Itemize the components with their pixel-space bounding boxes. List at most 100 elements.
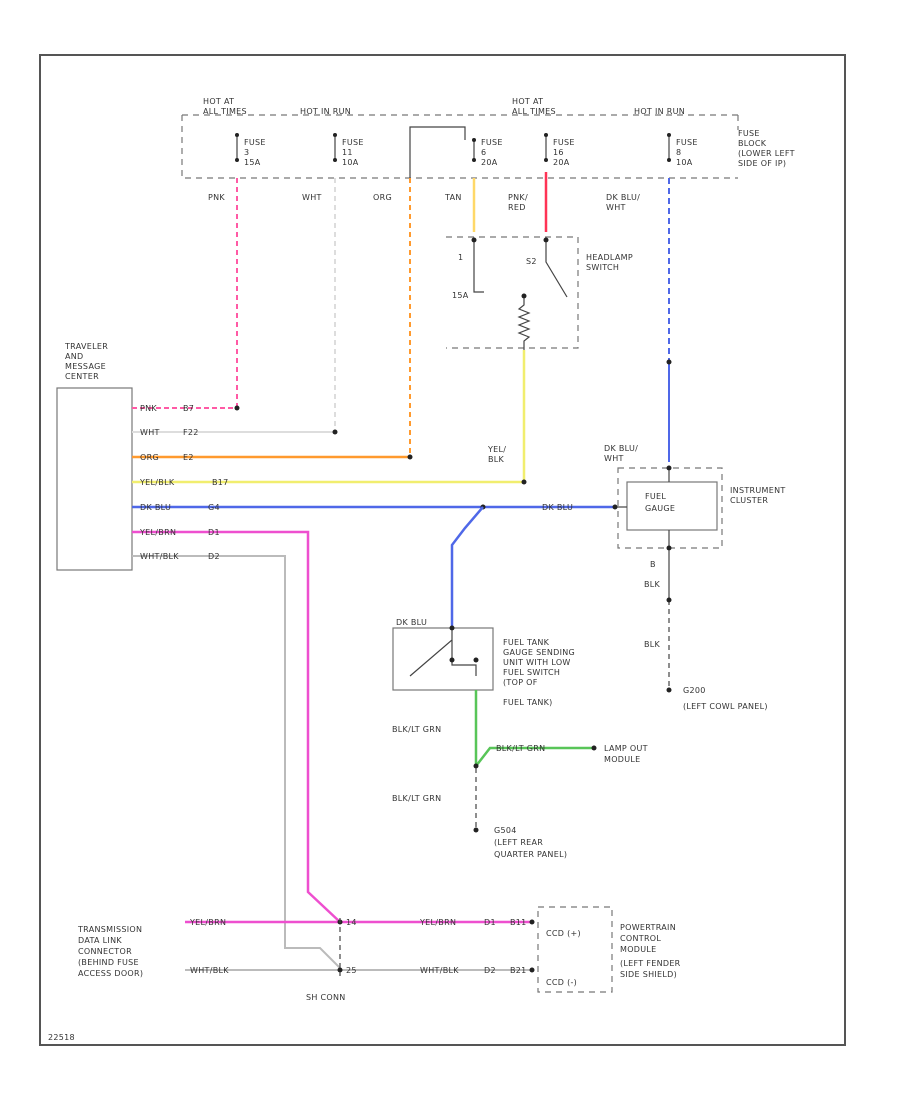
svg-text:RED: RED [508,203,526,212]
svg-text:FUEL: FUEL [645,492,666,501]
data-link-connector: TRANSMISSION DATA LINK CONNECTOR (BEHIND… [77,918,532,1002]
svg-text:CCD (+): CCD (+) [546,929,581,938]
svg-text:BLOCK: BLOCK [738,139,767,148]
hot-label-3b: ALL TIMES [512,107,556,116]
blk-lt-grn-circuit: BLK/LT GRN BLK/LT GRN BLK/LT GRN LAMP OU… [392,690,648,859]
svg-text:WHT: WHT [606,203,626,212]
svg-text:SIDE SHIELD): SIDE SHIELD) [620,970,677,979]
svg-text:D1: D1 [208,528,220,537]
traveler-wires: PNK B7 WHT F22 ORG E2 YEL/BLK B17 DK BLU… [132,404,615,969]
svg-text:8: 8 [676,148,681,157]
ground-g200-circuit: B BLK BLK G200 (LEFT COWL PANEL) [644,550,768,711]
svg-text:B17: B17 [212,478,229,487]
svg-text:YEL/BRN: YEL/BRN [419,918,456,927]
svg-text:11: 11 [342,148,353,157]
svg-text:10A: 10A [676,158,693,167]
svg-text:20A: 20A [553,158,570,167]
svg-text:D2: D2 [484,966,496,975]
svg-text:DK BLU: DK BLU [140,503,171,512]
svg-text:MODULE: MODULE [604,755,641,764]
svg-text:MODULE: MODULE [620,945,657,954]
svg-text:(LEFT FENDER: (LEFT FENDER [620,959,681,968]
wire-dkblu-tank [450,506,484,628]
svg-text:YEL/BRN: YEL/BRN [139,528,176,537]
svg-text:15A: 15A [244,158,261,167]
svg-text:B7: B7 [183,404,194,413]
headlamp-switch: 1 S2 15A HEADLAMP SWITCH [446,236,633,350]
svg-text:BLK: BLK [644,580,661,589]
hot-label-2: HOT IN RUN [300,107,351,116]
svg-text:CLUSTER: CLUSTER [730,496,768,505]
svg-text:TRAVELER: TRAVELER [64,342,108,351]
svg-text:B11: B11 [510,918,527,927]
svg-text:POWERTRAIN: POWERTRAIN [620,923,676,932]
svg-text:FUSE: FUSE [342,138,364,147]
svg-text:FUEL SWITCH: FUEL SWITCH [503,668,560,677]
svg-text:(LEFT COWL PANEL): (LEFT COWL PANEL) [683,702,768,711]
svg-text:QUARTER PANEL): QUARTER PANEL) [494,850,567,859]
svg-text:10A: 10A [342,158,359,167]
svg-text:(LEFT REAR: (LEFT REAR [494,838,543,847]
fuse-6: FUSE 6 20A [472,138,503,167]
svg-text:14: 14 [346,918,357,927]
svg-text:BLK/LT GRN: BLK/LT GRN [496,744,545,753]
svg-text:S2: S2 [526,257,537,266]
svg-text:WHT/BLK: WHT/BLK [190,966,229,975]
label-dkblu-mid: DK BLU [542,503,573,512]
svg-text:FUEL TANK: FUEL TANK [503,638,550,647]
svg-text:INSTRUMENT: INSTRUMENT [730,486,786,495]
svg-text:CONNECTOR: CONNECTOR [78,947,132,956]
svg-text:SIDE OF IP): SIDE OF IP) [738,159,786,168]
svg-text:TRANSMISSION: TRANSMISSION [77,925,142,934]
hot-label-4: HOT IN RUN [634,107,685,116]
svg-text:YEL/BRN: YEL/BRN [189,918,226,927]
label-org: ORG [373,193,392,202]
svg-text:UNIT WITH LOW: UNIT WITH LOW [503,658,571,667]
label-yel-blk: YEL/ [487,445,506,454]
svg-text:25: 25 [346,966,357,975]
headlamp-title: HEADLAMP [586,253,633,262]
ground-g200: G200 [683,686,706,695]
svg-text:(BEHIND FUSE: (BEHIND FUSE [78,958,139,967]
svg-text:ORG: ORG [140,453,159,462]
svg-text:16: 16 [553,148,564,157]
label-pnk-red: PNK/ [508,193,528,202]
hot-label-1: HOT AT [203,97,234,106]
svg-text:DK BLU/: DK BLU/ [604,444,638,453]
svg-text:D2: D2 [208,552,220,561]
svg-text:F22: F22 [183,428,199,437]
svg-text:BLK/LT GRN: BLK/LT GRN [392,794,441,803]
svg-text:BLK/LT GRN: BLK/LT GRN [392,725,441,734]
svg-text:1: 1 [458,253,463,262]
svg-text:FUSE: FUSE [676,138,698,147]
powertrain-control-module: YEL/BRN D1 B11 WHT/BLK D2 B21 CCD (+) CC… [419,906,681,993]
svg-text:CONTROL: CONTROL [620,934,661,943]
svg-text:FUSE: FUSE [481,138,503,147]
fuel-tank-sending-unit: DK BLU FUEL TANK GAUGE SENDING UNIT WITH… [392,618,575,707]
fuse-16: FUSE 16 20A [544,133,575,167]
svg-text:WHT/BLK: WHT/BLK [140,552,179,561]
svg-text:ACCESS DOOR): ACCESS DOOR) [78,969,143,978]
fuse-8: FUSE 8 10A [667,133,698,167]
label-wht: WHT [302,193,322,202]
instrument-cluster: DK BLU/ WHT FUEL GAUGE INSTRUMENT CLUSTE… [604,444,786,551]
fuse-block-desc: FUSE [738,129,760,138]
svg-text:GAUGE SENDING: GAUGE SENDING [503,648,575,657]
svg-text:FUSE: FUSE [553,138,575,147]
svg-text:B21: B21 [510,966,527,975]
traveler-message-center: TRAVELER AND MESSAGE CENTER [56,342,133,571]
svg-text:CCD (-): CCD (-) [546,978,577,987]
svg-text:(TOP OF: (TOP OF [503,678,538,687]
svg-text:G4: G4 [208,503,220,512]
svg-text:WHT: WHT [140,428,160,437]
svg-text:20A: 20A [481,158,498,167]
svg-text:(LOWER LEFT: (LOWER LEFT [738,149,795,158]
svg-text:3: 3 [244,148,249,157]
svg-text:DK BLU: DK BLU [396,618,427,627]
svg-text:WHT/BLK: WHT/BLK [420,966,459,975]
sh-conn-label: SH CONN [306,993,346,1002]
hot-label-1b: ALL TIMES [203,107,247,116]
fuse-block: HOT AT ALL TIMES HOT IN RUN HOT AT ALL T… [181,97,795,179]
